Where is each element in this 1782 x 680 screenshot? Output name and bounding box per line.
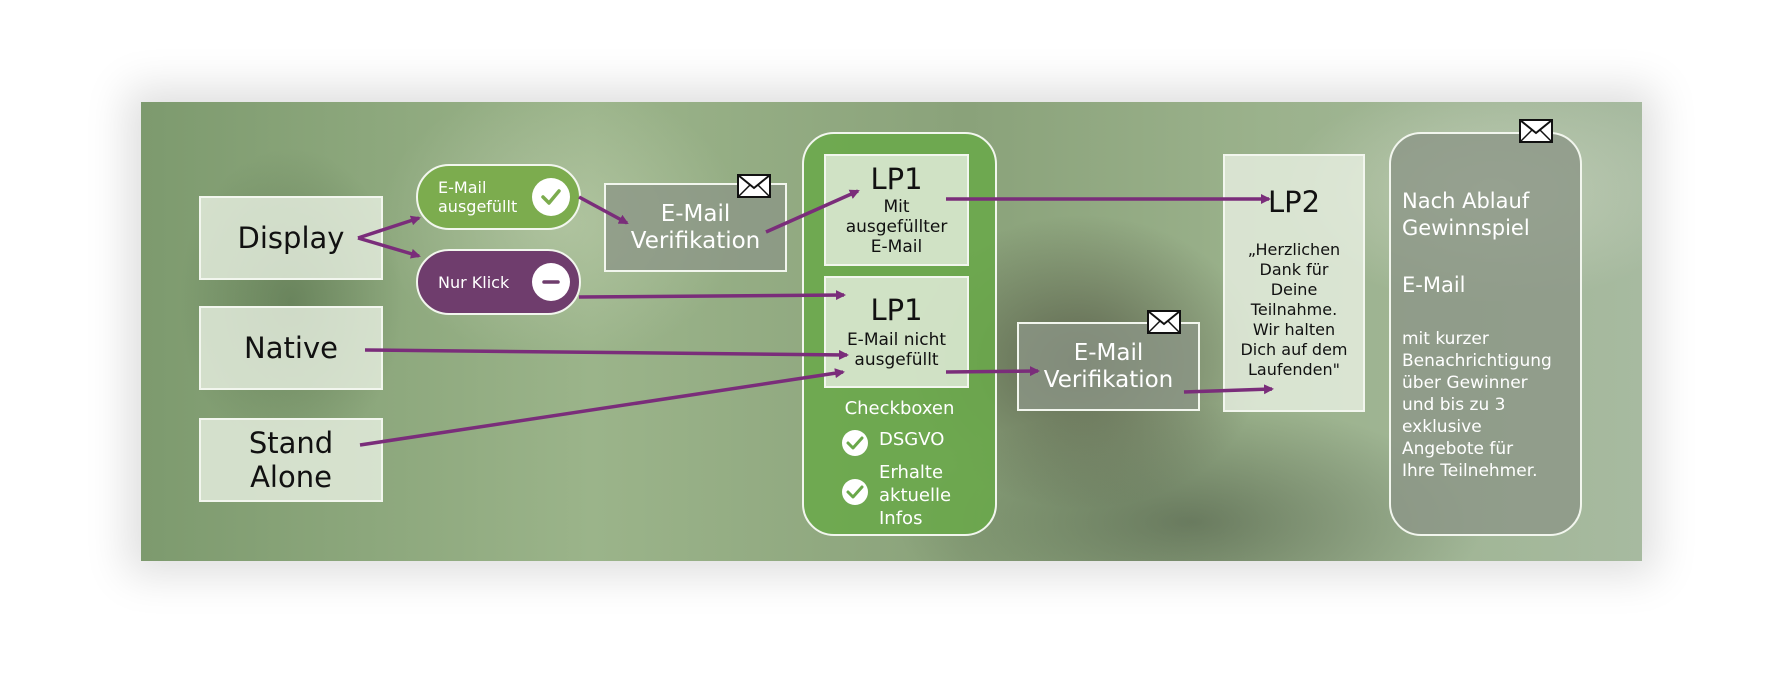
verification-1-line2: Verifikation <box>630 227 761 254</box>
final-body-5: exklusive <box>1402 417 1482 437</box>
pill-email-filled-line2: ausgefüllt <box>438 197 518 216</box>
lp2-title: LP2 <box>1267 185 1321 219</box>
final-body-3: über Gewinner <box>1402 373 1528 393</box>
envelope-icon <box>1519 119 1553 143</box>
lp2-box: LP2 „Herzlichen Dank für Deine Teilnahme… <box>1223 154 1365 412</box>
lp1-without-email-line2: ausgefüllt <box>854 350 939 370</box>
final-heading-line1: Nach Ablauf <box>1402 189 1530 213</box>
envelope-icon <box>737 174 771 198</box>
lp2-line4: Teilnahme. <box>1250 300 1338 319</box>
lp2-line1: „Herzlichen <box>1247 240 1341 259</box>
source-display-label: Display <box>237 221 345 255</box>
final-heading-line2: Gewinnspiel <box>1402 216 1530 240</box>
lp2-line6: Dich auf dem <box>1240 340 1348 359</box>
arrow-verification-to-lp2 <box>1183 384 1274 395</box>
email-verification-1: E-Mail Verifikation <box>604 183 787 272</box>
pill-email-filled-line1: E-Mail <box>438 178 487 197</box>
arrow-lp1-to-verification <box>945 366 1040 377</box>
lp1-without-email-line1: E-Mail nicht <box>846 330 947 350</box>
lp1-with-email-line2: ausgefüllter <box>845 217 948 237</box>
checkbox-updates-line3: Infos <box>879 508 923 529</box>
checkbox-dsgvo: DSGVO <box>841 429 944 457</box>
final-body-6: Angebote für <box>1402 439 1514 459</box>
pill-only-click: Nur Klick <box>416 249 581 315</box>
verification-2-line1: E-Mail <box>1073 339 1144 366</box>
pill-only-click-label: Nur Klick <box>438 273 510 292</box>
arrow-native-to-lp1 <box>364 348 849 360</box>
source-stand-alone-line2: Alone <box>250 460 332 494</box>
source-display: Display <box>199 196 383 280</box>
lp1-without-email: LP1 E-Mail nicht ausgefüllt <box>824 276 969 388</box>
check-icon <box>842 479 868 505</box>
final-notification-box: Nach Ablauf Gewinnspiel E-Mail mit kurze… <box>1389 132 1582 536</box>
minus-circle-icon <box>532 263 570 301</box>
flow-arrows <box>357 189 1274 447</box>
arrow-only-click-to-lp1 <box>578 290 846 301</box>
arrow-email-filled-to-verification <box>578 195 629 225</box>
lp2-line5: Wir halten <box>1252 320 1336 339</box>
arrow-stand-alone-to-lp1 <box>359 368 845 447</box>
source-stand-alone: Stand Alone <box>199 418 383 502</box>
lp1-with-email-line1: Mit <box>883 197 910 217</box>
final-email: E-Mail <box>1402 273 1466 297</box>
lp1-with-email: LP1 Mit ausgefüllter E-Mail <box>824 154 969 266</box>
checkboxes-heading: Checkboxen <box>844 398 955 419</box>
arrow-verification-to-lp1 <box>765 189 860 234</box>
lp1-with-email-title: LP1 <box>870 162 923 196</box>
checkbox-updates: Erhalte aktuelle Infos <box>841 461 951 530</box>
lp1-with-email-line3: E-Mail <box>870 237 923 257</box>
lp2-line3: Deine <box>1270 280 1318 299</box>
pill-email-filled: E-Mail ausgefüllt <box>416 164 581 230</box>
checkbox-dsgvo-label: DSGVO <box>879 429 945 450</box>
check-icon <box>842 430 868 456</box>
lp1-without-email-title: LP1 <box>870 293 923 327</box>
lp2-line2: Dank für <box>1259 260 1329 279</box>
checkbox-updates-line2: aktuelle <box>879 485 952 506</box>
envelope-icon <box>1147 310 1181 334</box>
check-circle-icon <box>532 178 570 216</box>
final-body-1: mit kurzer <box>1402 329 1489 349</box>
source-native: Native <box>199 306 383 390</box>
diagram-panel: Display Native Stand Alone E-Mail ausgef… <box>141 102 1642 561</box>
lp2-line7: Laufenden" <box>1248 360 1340 379</box>
verification-2-line2: Verifikation <box>1043 366 1174 393</box>
checkbox-updates-line1: Erhalte <box>879 462 944 483</box>
source-stand-alone-line1: Stand <box>248 426 334 460</box>
source-native-label: Native <box>244 331 338 365</box>
final-body-2: Benachrichtigung <box>1402 351 1552 371</box>
verification-1-line1: E-Mail <box>660 200 731 227</box>
arrow-display-to-email-filled <box>357 215 421 240</box>
arrow-display-to-only-click <box>357 236 421 259</box>
final-body-4: und bis zu 3 <box>1402 395 1506 415</box>
email-verification-2: E-Mail Verifikation <box>1017 322 1200 411</box>
final-body-7: Ihre Teilnehmer. <box>1402 461 1538 481</box>
